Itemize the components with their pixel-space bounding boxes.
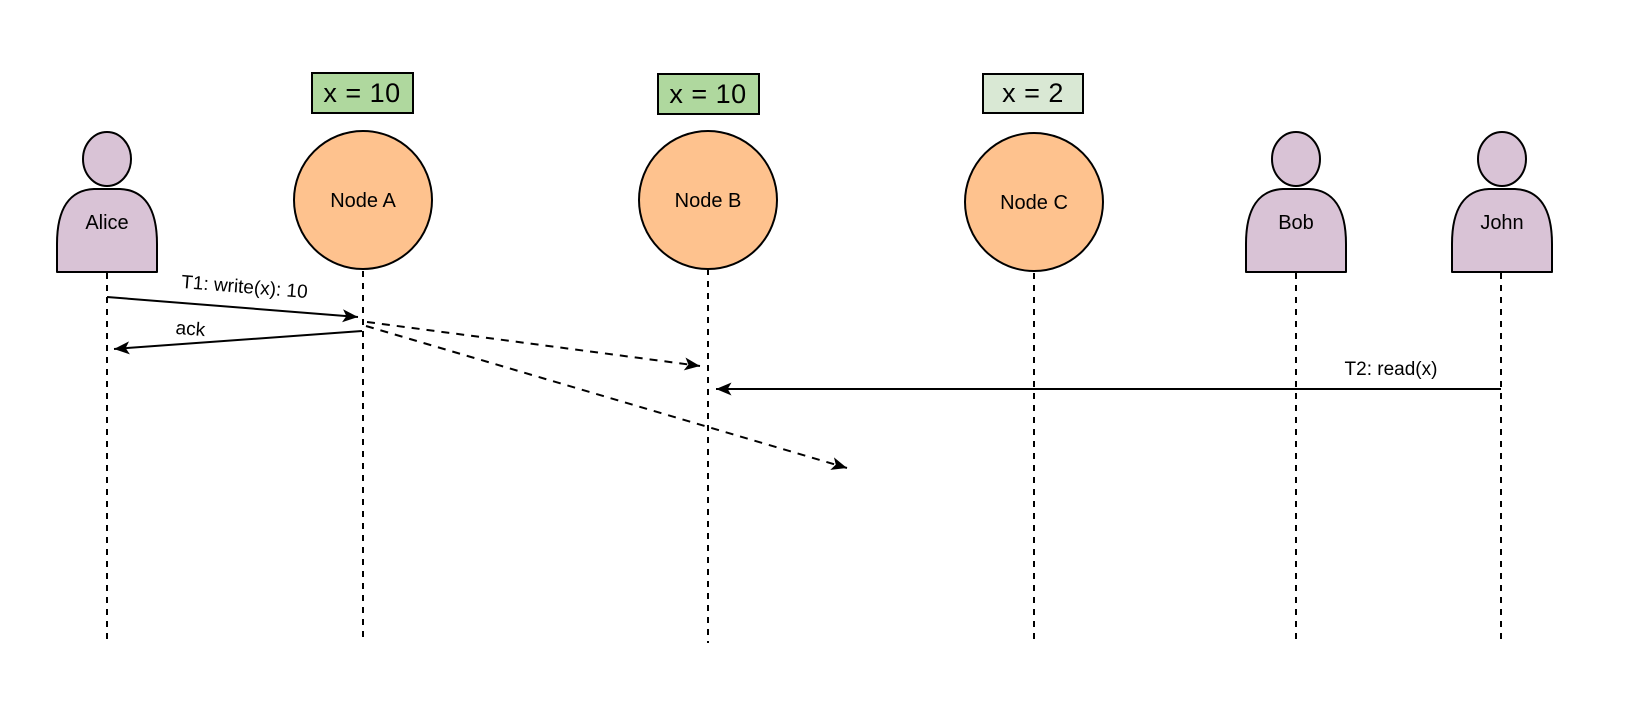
john-person-head-icon — [1477, 131, 1527, 187]
actor-node-a: Node A — [293, 130, 433, 270]
alice-label: Alice — [85, 212, 128, 234]
message-ack: ack — [113, 318, 363, 355]
message-t2-read-label: T2: read(x) — [1345, 359, 1438, 380]
actor-john: John — [1451, 131, 1553, 273]
message-replicate-to-node-b-arrow — [366, 321, 701, 371]
value-badge-node-b-box — [657, 73, 760, 115]
bob-person-body-icon — [1245, 188, 1347, 273]
john-person-body-icon — [1451, 188, 1553, 273]
node-c-label: Node C — [1000, 192, 1068, 214]
message-replicate-to-node-b — [366, 321, 701, 371]
value-badge-node-c-box — [982, 73, 1084, 114]
node-b-circle — [638, 130, 778, 270]
node-a-circle — [293, 130, 433, 270]
value-badge-node-b-label: x = 10 — [669, 79, 746, 109]
node-c-circle — [964, 132, 1104, 272]
message-ack-label: ack — [175, 318, 207, 341]
message-ack-arrow — [113, 330, 363, 355]
value-badge-node-a-box — [311, 72, 414, 114]
john-label: John — [1480, 212, 1523, 234]
value-badge-node-c: x = 2 — [982, 73, 1084, 114]
node-a-label: Node A — [330, 190, 396, 212]
actor-bob: Bob — [1245, 131, 1347, 273]
node-b-label: Node B — [675, 190, 742, 212]
actor-alice: Alice — [56, 131, 158, 273]
message-t2-read: T2: read(x) — [716, 359, 1501, 396]
value-badge-node-b: x = 10 — [657, 73, 760, 115]
actor-node-c: Node C — [964, 132, 1104, 272]
lifelines — [106, 269, 1502, 643]
alice-person-head-icon — [82, 131, 132, 187]
alice-person-body-icon — [56, 188, 158, 273]
value-badge-node-c-label: x = 2 — [1002, 78, 1064, 108]
bob-label: Bob — [1278, 212, 1314, 234]
value-badge-node-a: x = 10 — [311, 72, 414, 114]
actor-node-b: Node B — [638, 130, 778, 270]
bob-person-head-icon — [1271, 131, 1321, 187]
value-badge-node-a-label: x = 10 — [323, 78, 400, 108]
message-t1-write-arrow — [106, 296, 359, 323]
